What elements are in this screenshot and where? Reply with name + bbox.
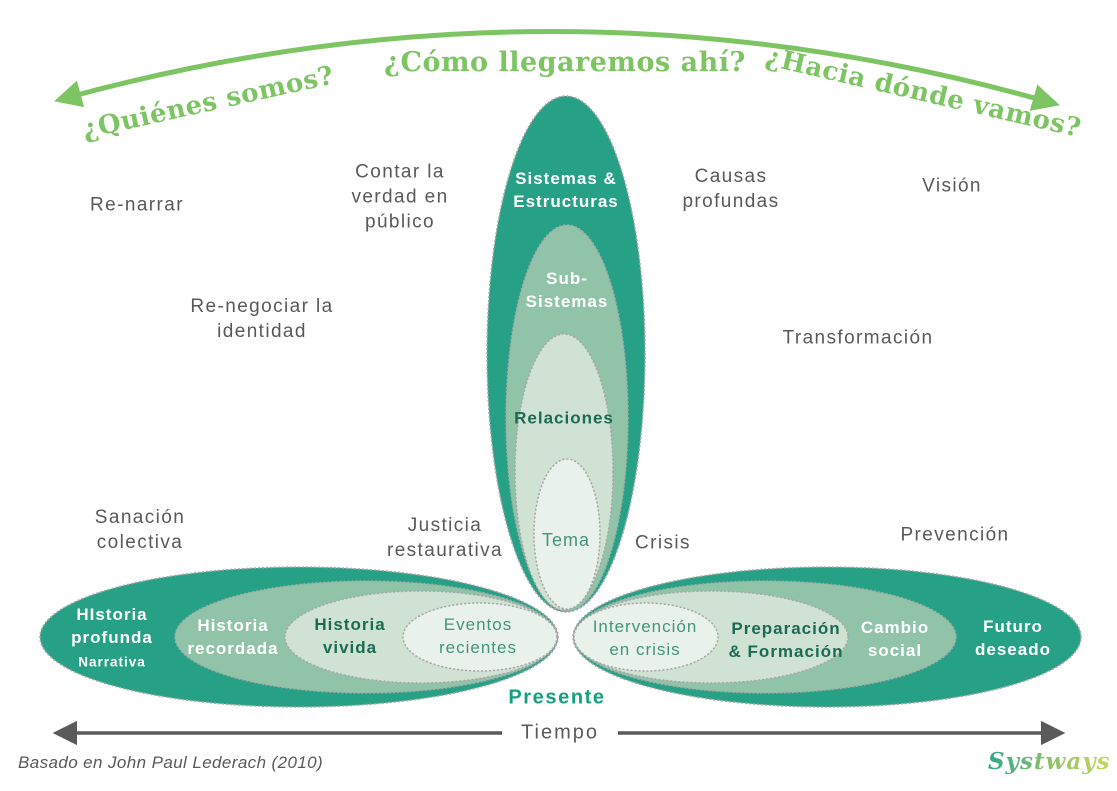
- right-petal: [572, 566, 1082, 708]
- question-arc-arrow: [54, 29, 1060, 111]
- label-tiempo: Tiempo: [507, 721, 613, 745]
- right-petal-label-preparacion: Preparación & Formación: [728, 619, 844, 661]
- right-petal-label-futuro-deseado: Futuro deseado: [975, 617, 1051, 659]
- left-petal-label-historia-recordada: Historia recordada: [187, 616, 279, 658]
- label-re-narrar: Re-narrar: [90, 194, 184, 216]
- right-petal-level4: [573, 602, 719, 672]
- top-petal-label-tema: Tema: [541, 529, 591, 550]
- label-renegociar: Re-negociar la identidad: [190, 295, 334, 342]
- right-petal-label-cambio-social: Cambio social: [860, 618, 930, 660]
- top-petal-label-subsistemas: Sub- Sistemas: [525, 269, 609, 311]
- label-vision: Visión: [922, 175, 982, 197]
- left-petal-label-eventos-recientes: Eventos recientes: [439, 615, 517, 657]
- left-petal-label-historia-profunda: HIstoria profunda: [71, 605, 153, 647]
- top-petal-label-relaciones: Relaciones: [514, 408, 614, 428]
- label-causas: Causas profundas: [682, 165, 780, 212]
- left-petal: [39, 566, 559, 708]
- label-transformacion: Transformación: [782, 327, 934, 349]
- left-petal-label-historia-vivida: Historia vivida: [314, 615, 386, 657]
- question-como-llegaremos: ¿Cómo llegaremos ahí?: [384, 47, 746, 78]
- left-petal-level4: [402, 602, 558, 672]
- top-petal-label-sistemas: Sistemas & Estructuras: [513, 169, 619, 211]
- label-sanacion: Sanación colectiva: [94, 506, 186, 553]
- systways-logo: Systways: [988, 748, 1111, 775]
- label-crisis: Crisis: [635, 532, 691, 554]
- top-petal-level4: [533, 458, 601, 610]
- left-petal-label-narrativa: Narrativa: [78, 654, 146, 670]
- label-prevencion: Prevención: [900, 524, 1010, 546]
- attribution-text: Basado en John Paul Lederach (2010): [18, 753, 324, 772]
- label-justicia: Justicia restaurativa: [386, 514, 504, 561]
- right-petal-label-intervencion: Intervención en crisis: [592, 617, 698, 659]
- label-presente: Presente: [508, 686, 606, 709]
- top-petal: [486, 95, 646, 613]
- label-contar-verdad: Contar la verdad en público: [351, 161, 449, 233]
